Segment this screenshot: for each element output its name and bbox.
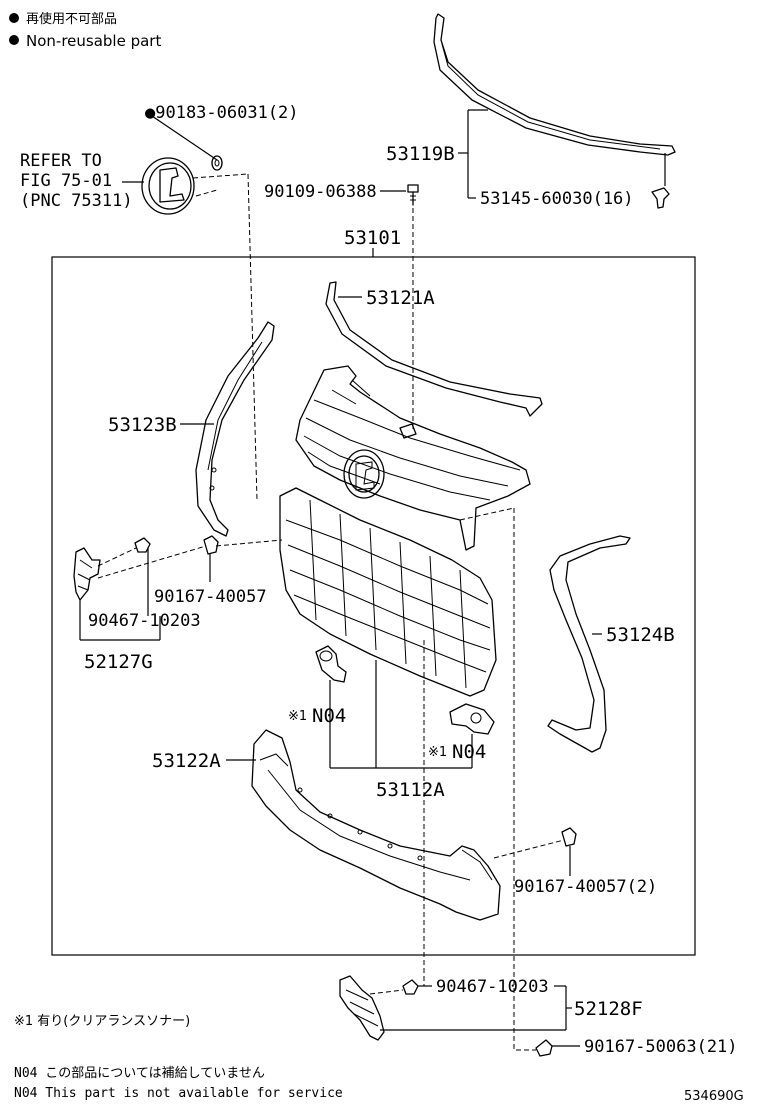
label-53124b[interactable]: 53124B xyxy=(606,624,675,646)
label-refer-line2: FIG 75-01 xyxy=(20,171,112,191)
legend-bullet-icon xyxy=(9,13,19,23)
label-n04-left[interactable]: N04 xyxy=(312,705,346,727)
clip-53145[interactable] xyxy=(651,187,670,209)
label-n04-right[interactable]: N04 xyxy=(452,741,486,763)
legend-text-jp: 再使用不可部品 xyxy=(26,11,117,27)
label-90467-10203-left[interactable]: 90467-10203 xyxy=(88,611,201,631)
emblem[interactable] xyxy=(141,157,195,215)
footnote-n04-en: N04 This part is not available for servi… xyxy=(14,1086,343,1101)
label-53119b[interactable]: 53119B xyxy=(386,143,455,165)
bracket-52128f[interactable] xyxy=(339,975,385,1041)
label-90167-50063[interactable]: 90167-50063(21) xyxy=(584,1037,738,1057)
label-52128f[interactable]: 52128F xyxy=(574,998,643,1020)
label-53123b[interactable]: 53123B xyxy=(108,414,177,436)
lower-spoiler-53122a[interactable] xyxy=(251,729,501,921)
figure-id: 534690G xyxy=(684,1089,744,1104)
lower-grille[interactable] xyxy=(279,487,497,697)
label-n04-right-mark: ※1 xyxy=(428,745,447,760)
label-refer-line1: REFER TO xyxy=(20,151,102,171)
nut-90183[interactable] xyxy=(211,155,223,171)
screw-90167-right[interactable] xyxy=(561,827,577,847)
label-53112a[interactable]: 53112A xyxy=(376,779,445,801)
label-n04-left-mark: ※1 xyxy=(288,709,307,724)
label-90183-06031[interactable]: ●90183-06031(2) xyxy=(145,103,299,123)
screw-90167-left[interactable] xyxy=(203,535,219,555)
upper-grille[interactable] xyxy=(295,365,531,551)
molding-53121a[interactable] xyxy=(325,281,543,417)
label-53101[interactable]: 53101 xyxy=(344,227,401,249)
footnote-option: ※1 有り(クリアランスソナー) xyxy=(14,1014,190,1029)
label-90109-06388[interactable]: 90109-06388 xyxy=(264,182,377,202)
molding-53124b[interactable] xyxy=(547,535,631,753)
clip-90467-right[interactable] xyxy=(402,979,419,995)
sonar-sensor-right[interactable] xyxy=(449,703,495,735)
bolt-90109[interactable] xyxy=(407,184,419,206)
label-90167-40057-2[interactable]: 90167-40057(2) xyxy=(514,877,657,897)
molding-53119b[interactable] xyxy=(433,13,676,156)
label-90467-10203-right[interactable]: 90467-10203 xyxy=(436,977,549,997)
label-52127g[interactable]: 52127G xyxy=(84,651,153,673)
legend-text-en: Non-reusable part xyxy=(26,32,161,50)
clip-90167-50063[interactable] xyxy=(535,1039,553,1057)
bracket-52127g[interactable] xyxy=(73,547,101,601)
label-53121a[interactable]: 53121A xyxy=(366,287,435,309)
label-90167-40057-left[interactable]: 90167-40057 xyxy=(154,587,267,607)
footnote-n04-jp: N04 この部品については補給していません xyxy=(14,1066,265,1081)
label-53145-60030[interactable]: 53145-60030(16) xyxy=(480,189,634,209)
legend: 再使用不可部品 Non-reusable part xyxy=(9,11,161,50)
label-53122a[interactable]: 53122A xyxy=(152,750,221,772)
label-refer-line3: (PNC 75311) xyxy=(20,191,133,211)
molding-53123b[interactable] xyxy=(195,321,275,537)
legend-bullet-icon xyxy=(9,35,19,45)
sonar-sensor-left[interactable] xyxy=(315,645,347,683)
